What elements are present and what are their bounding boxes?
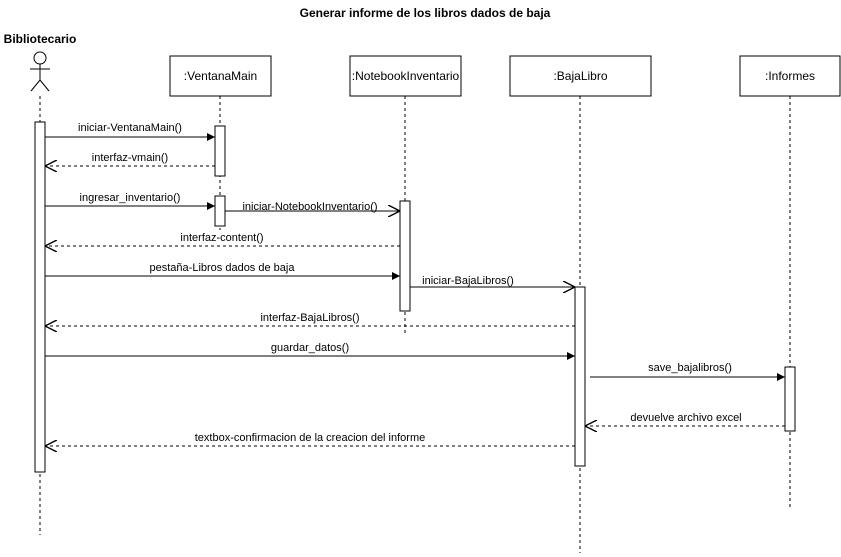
diagram-title: Generar informe de los libros dados de b… (300, 6, 551, 20)
message-iniciar-bajalibros: iniciar-BajaLibros() (410, 275, 575, 287)
actor-name: Bibliotecario (4, 32, 77, 46)
message-save-bajalibros: save_bajalibros() (590, 362, 785, 381)
participant-label: :VentanaMain (184, 69, 257, 83)
stick-figure-icon (30, 51, 50, 92)
participant-label: :NotebookInventario (352, 69, 460, 83)
message-label: iniciar-BajaLibros() (422, 275, 514, 287)
activation-bar-bajalibro (574, 286, 586, 467)
message-guardar-datos: guardar_datos() (45, 342, 575, 360)
message-label: interfaz-content() (180, 232, 263, 244)
message-label: save_bajalibros() (648, 362, 732, 374)
activation-bar-ventanamain-2 (214, 195, 226, 227)
message-label: ingresar_inventario() (80, 192, 181, 204)
activation-bar-informes (784, 366, 796, 432)
message-interfaz-vmain: interfaz-vmain() (45, 152, 215, 166)
participant-notebookinventario: :NotebookInventario (349, 55, 462, 333)
message-pestana-libros-dados-de-baja: pestaña-Libros dados de baja (45, 262, 400, 280)
participant-box (739, 55, 841, 97)
message-iniciar-ventanamain: iniciar-VentanaMain() (45, 122, 215, 141)
message-label: devuelve archivo excel (630, 412, 741, 424)
message-label: iniciar-NotebookInventario() (242, 201, 377, 213)
participant-label: :Informes (765, 69, 815, 83)
message-textbox-confirmacion: textbox-confirmacion de la creacion del … (45, 432, 575, 446)
message-label: iniciar-VentanaMain() (78, 122, 182, 134)
participant-label: :BajaLibro (553, 69, 607, 83)
participant-box (509, 55, 652, 97)
message-iniciar-notebookinventario: iniciar-NotebookInventario() (225, 201, 400, 213)
message-devuelve-archivo-excel: devuelve archivo excel (585, 412, 785, 426)
message-label: guardar_datos() (271, 342, 349, 354)
participant-informes: :Informes (739, 55, 841, 508)
activation-bar-notebookinventario (399, 200, 411, 312)
message-interfaz-bajalibros: interfaz-BajaLibros() (45, 312, 575, 326)
message-label: interfaz-vmain() (92, 152, 168, 164)
activation-bar-ventanamain-1 (214, 125, 226, 177)
participant-ventanamain: :VentanaMain (169, 55, 272, 230)
participant-box (349, 55, 462, 97)
message-interfaz-content: interfaz-content() (45, 232, 400, 246)
message-label: interfaz-BajaLibros() (260, 312, 359, 324)
activation-bar-actor (34, 121, 46, 473)
participant-box (169, 55, 272, 97)
message-label: pestaña-Libros dados de baja (150, 262, 296, 274)
message-ingresar-inventario: ingresar_inventario() (45, 192, 215, 210)
message-label: textbox-confirmacion de la creacion del … (195, 432, 426, 444)
